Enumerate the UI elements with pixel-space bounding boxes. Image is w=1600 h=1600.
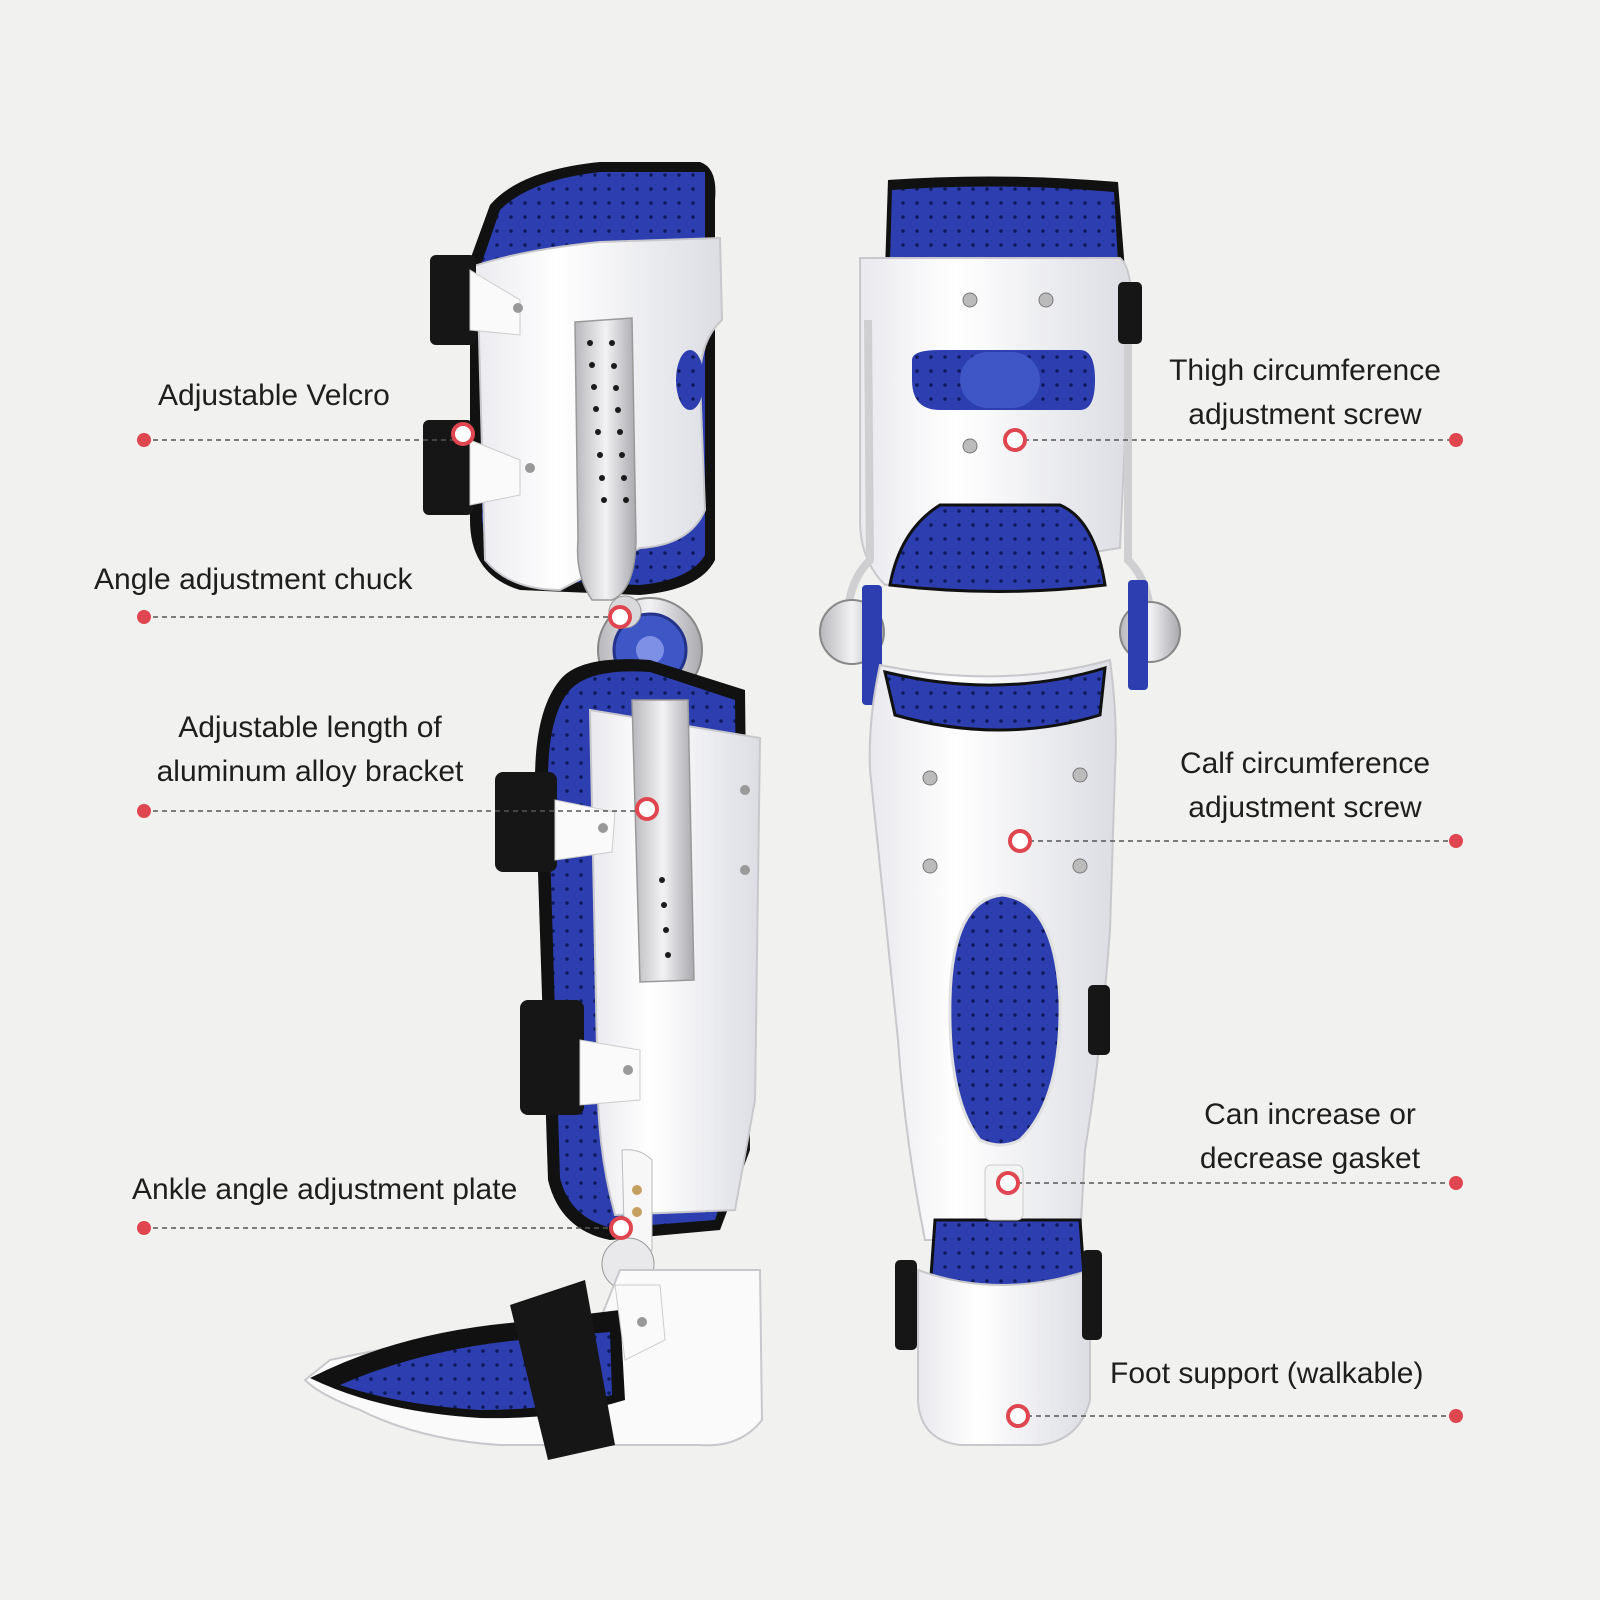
- thigh-screw-end-dot: [1449, 433, 1463, 447]
- foot-support-target-ring: [1006, 1404, 1030, 1428]
- front-calf-window: [948, 893, 1062, 1147]
- velcro-end-dot: [137, 433, 151, 447]
- callout-thigh-screw-line-2: adjustment screw: [1188, 398, 1422, 431]
- gasket-end-dot: [1449, 1176, 1463, 1190]
- callout-leaders: [144, 439, 1456, 1417]
- thigh-strap-upper: [430, 255, 476, 345]
- foot-support-end-dot: [1449, 1409, 1463, 1423]
- callout-bracket-line-1: Adjustable length of: [178, 711, 442, 744]
- lower-aluminum-bar: [631, 699, 695, 983]
- calf-screw-end-dot: [1449, 834, 1463, 848]
- chuck-target-ring: [608, 605, 632, 629]
- gasket-target-ring: [996, 1171, 1020, 1195]
- calf-strap-lower: [520, 1000, 584, 1115]
- callout-calf-screw-line-1: Calf circumference: [1179, 747, 1431, 780]
- front-thigh-shell: [859, 257, 1133, 587]
- callout-foot-support: Foot support (walkable): [1110, 1357, 1424, 1390]
- callout-angle-adjustment-chuck: Angle adjustment chuck: [94, 563, 413, 596]
- bracket-target-ring: [635, 797, 659, 821]
- callout-adjustable-velcro: Adjustable Velcro: [158, 379, 390, 412]
- foot-strap: [510, 1280, 615, 1460]
- chuck-end-dot: [137, 610, 151, 624]
- callout-markers: [137, 422, 1463, 1428]
- callout-ankle-angle-plate: Ankle angle adjustment plate: [132, 1173, 518, 1206]
- callout-calf-screw-line-2: adjustment screw: [1188, 791, 1422, 824]
- calf-strap-upper: [495, 772, 557, 872]
- front-knee-hinge-left: [819, 585, 885, 705]
- callout-gasket-line-2: decrease gasket: [1199, 1142, 1421, 1175]
- ankle-plate-target-ring: [609, 1216, 633, 1240]
- thigh-aluminum-bar: [574, 317, 637, 601]
- calf-screw-target-ring: [1008, 829, 1032, 853]
- velcro-target-ring: [451, 422, 475, 446]
- ankle-plate-end-dot: [137, 1221, 151, 1235]
- bracket-end-dot: [137, 804, 151, 818]
- callout-bracket-line-2: aluminum alloy bracket: [156, 755, 464, 788]
- callout-gasket-line-1: Can increase or: [1204, 1098, 1416, 1131]
- side-view-brace: [303, 162, 764, 1460]
- front-knee-hinge-right: [1119, 580, 1181, 690]
- thigh-screw-target-ring: [1003, 428, 1027, 452]
- front-view-brace: [819, 176, 1181, 1446]
- front-foot-shell: [917, 1268, 1091, 1446]
- callout-thigh-screw-line-1: Thigh circumference: [1169, 354, 1441, 387]
